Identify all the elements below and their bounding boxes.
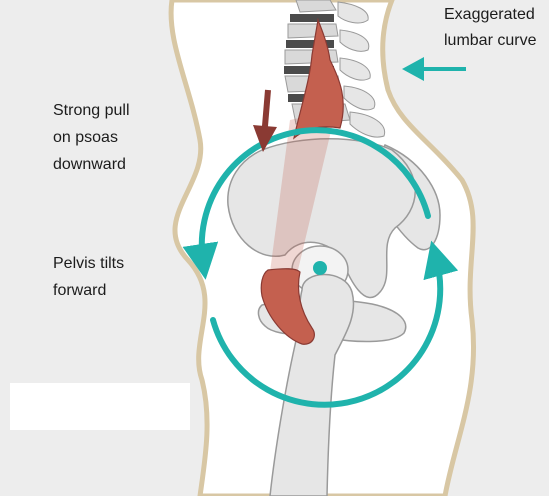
pelvis-bone — [227, 138, 416, 299]
psoas-pull-label: Strong pull on psoas downward — [53, 102, 130, 173]
blank-caption-box — [10, 383, 190, 430]
femoral-head-dot — [313, 261, 327, 275]
lumbar-curve-label: Exaggerated lumbar curve — [444, 6, 537, 49]
pelvis-tilt-label: Pelvis tilts forward — [53, 255, 125, 299]
left-arrow-icon — [402, 57, 466, 81]
down-arrow-icon — [253, 89, 277, 152]
psoas-pull-band — [270, 110, 336, 272]
psoas-muscle-upper — [293, 17, 344, 140]
femur-bone — [269, 273, 355, 496]
circular-arrows-icon — [182, 127, 459, 408]
psoas-muscle-lower — [260, 268, 315, 345]
